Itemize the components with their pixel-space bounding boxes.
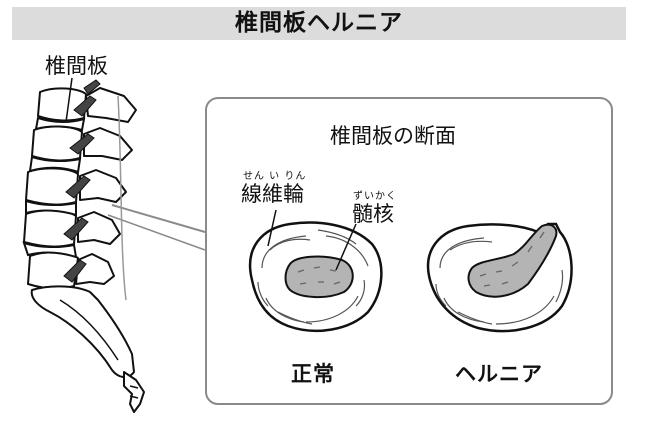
herniated-disc — [426, 222, 573, 333]
nucleus-ruby: ずいかく — [353, 191, 397, 202]
sacrum-inner-line — [59, 299, 119, 361]
disc-label: 椎間板 — [45, 54, 108, 78]
facet-shading — [63, 79, 101, 283]
coccyx — [123, 371, 145, 413]
normal-nucleus — [284, 255, 354, 298]
annulus-pointer — [267, 209, 277, 247]
hernia-caption: ヘルニア — [455, 362, 543, 386]
annulus-label: 線維輪 — [241, 182, 304, 206]
annulus-ruby: せん い りん — [243, 171, 307, 182]
zoom-connector-line — [107, 214, 206, 251]
zoom-connector-line — [111, 204, 206, 233]
spinal-cord-outline — [117, 95, 127, 301]
nucleus-pointer — [335, 223, 357, 271]
hernia-nucleus — [467, 223, 558, 298]
spine-label-pointer — [65, 77, 73, 123]
title-bar: 椎間板ヘルニア — [12, 7, 626, 40]
normal-disc — [248, 209, 383, 333]
normal-caption: 正常 — [291, 362, 335, 386]
intervertebral-discs — [22, 116, 86, 259]
page-title: 椎間板ヘルニア — [235, 10, 403, 36]
nucleus-label: 髄核 — [352, 202, 394, 226]
spinous-processes — [75, 87, 137, 285]
panel-title: 椎間板の断面 — [330, 124, 456, 148]
